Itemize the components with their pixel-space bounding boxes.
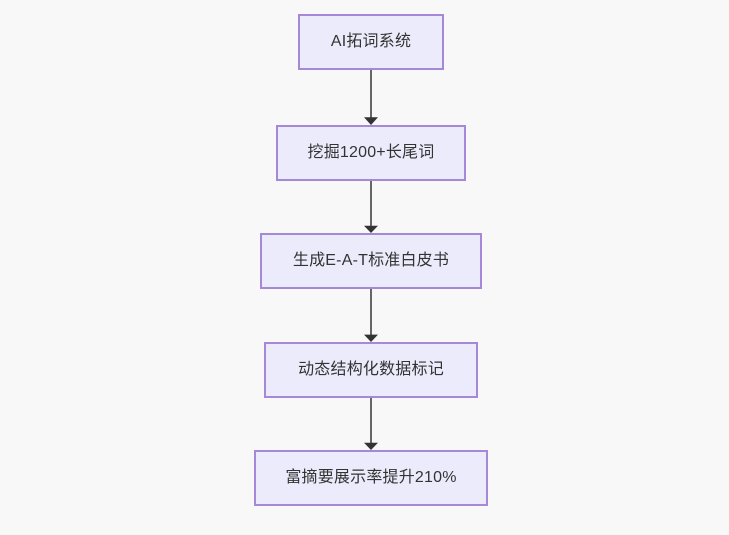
flow-node-label: 动态结构化数据标记	[298, 361, 444, 379]
flow-node-label: 生成E-A-T标准白皮书	[292, 252, 450, 270]
flow-edge-3	[364, 289, 378, 342]
flow-node-3[interactable]: 生成E-A-T标准白皮书	[260, 233, 482, 289]
flow-node-label: 挖掘1200+长尾词	[307, 144, 435, 162]
flow-edge-2	[364, 181, 378, 233]
flow-node-1[interactable]: AI拓词系统	[298, 14, 444, 70]
flow-node-label: 富摘要展示率提升210%	[285, 469, 457, 487]
flow-node-4[interactable]: 动态结构化数据标记	[264, 342, 478, 398]
flow-edge-1	[364, 70, 378, 125]
flow-edge-4	[364, 398, 378, 450]
flow-node-5[interactable]: 富摘要展示率提升210%	[254, 450, 488, 506]
flow-node-2[interactable]: 挖掘1200+长尾词	[276, 125, 466, 181]
flow-node-label: AI拓词系统	[330, 33, 412, 51]
